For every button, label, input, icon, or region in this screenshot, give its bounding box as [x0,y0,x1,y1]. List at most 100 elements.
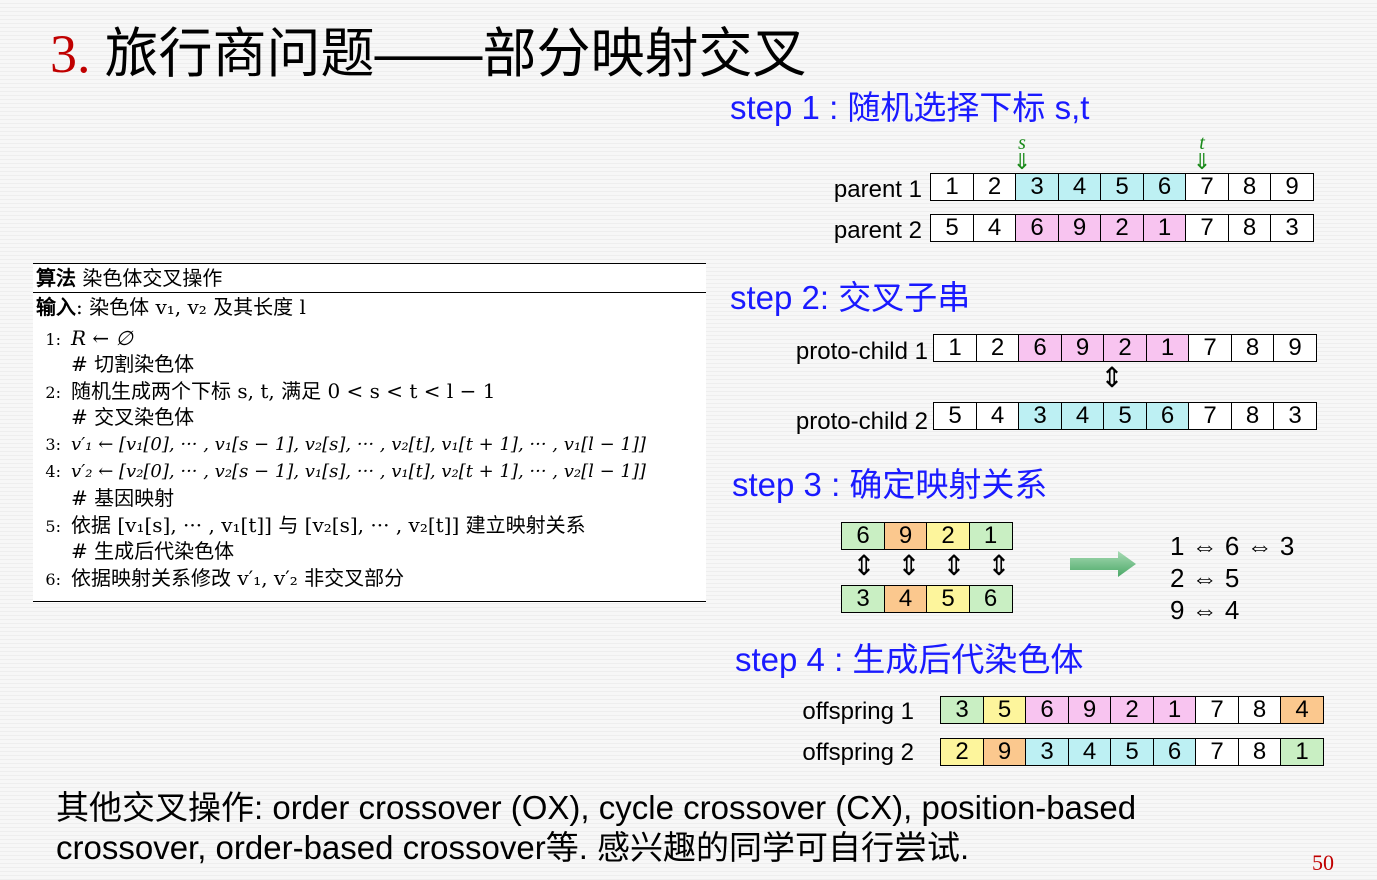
down-arrow-icon: ⇓ [1192,149,1212,174]
gene-cell: 7 [1195,696,1239,724]
gene-cell: 5 [1100,173,1144,201]
gene-cell: 3 [841,585,885,613]
gene-cell: 2 [972,173,1017,201]
gene-cell: 3 [1025,738,1069,766]
gene-cell: 3 [940,696,984,724]
algo-bottom-rule [33,601,706,602]
parent1-label: parent 1 [833,176,922,203]
algo-line: # 切割染色体 [71,352,195,376]
gene-cell: 1 [1280,738,1324,766]
algo-line: 5:依据 [v₁[s], ··· , v₁[t]] 与 [v₂[s], ··· … [45,513,586,537]
parent2-label: parent 2 [833,217,922,244]
algo-line: # 交叉染色体 [71,405,195,429]
down-arrow-icon: ⇓ [1012,149,1032,174]
gene-cell: 6 [1152,738,1197,766]
gene-cell: 3 [1270,214,1314,242]
gene-cell: 6 [841,522,885,550]
gene-cell: 7 [1185,214,1229,242]
algo-input: 输入: 染色体 v₁, v₂ 及其长度 l [36,294,306,320]
gene-cell: 5 [982,696,1027,724]
gene-cell: 6 [1145,402,1190,430]
s-marker-label: s [1018,132,1026,154]
gene-cell: 5 [930,214,974,242]
swap-arrow-icon: ⇕ [987,550,1011,581]
gene-cell: 1 [933,334,977,362]
gene-cell: 6 [1025,696,1069,724]
gene-cell: 1 [930,173,974,201]
gene-cell: 7 [1188,334,1232,362]
gene-cell: 2 [975,334,1020,362]
gene-cell: 8 [1230,402,1275,430]
proto-child1-label: proto-child 1 [795,338,928,365]
gene-cell: 4 [1067,738,1112,766]
gene-cell: 4 [1280,696,1324,724]
gene-cell: 1 [1145,334,1190,362]
algo-line: 1:R ← ∅ [45,326,133,350]
t-marker-label: t [1199,132,1205,154]
note-line-1: 其他交叉操作: order crossover (OX), cycle cros… [56,789,1137,826]
gene-cell: 2 [926,522,970,550]
title-text: 旅行商问题——部分映射交叉 [104,24,807,84]
gene-cell: 9 [982,738,1027,766]
algo-header-text: 染色体交叉操作 [82,266,223,290]
gene-cell: 4 [1060,402,1105,430]
gene-cell: 1 [1142,214,1187,242]
gene-cell: 2 [1100,214,1144,242]
right-arrow-icon [1070,551,1136,577]
page-number: 50 [1312,850,1334,875]
gene-cell: 6 [1018,334,1062,362]
gene-cell: 6 [1015,214,1059,242]
title-number: 3. [50,24,91,84]
swap-arrow-icon: ⇕ [897,550,921,581]
gene-cell: 2 [940,738,984,766]
gene-cell: 2 [1110,696,1154,724]
mapping-2: 2 ⇔ 5 [1170,563,1240,593]
gene-cell: 9 [1273,334,1317,362]
step4-heading: step 4 : 生成后代染色体 [735,641,1084,678]
gene-cell: 8 [1227,214,1272,242]
algo-line: # 生成后代染色体 [71,539,235,563]
note-line-2: crossover, order-based crossover等. 感兴趣的同… [56,829,970,866]
slide-title: 3.旅行商问题——部分映射交叉 [50,22,807,86]
mapping-3: 9 ⇔ 4 [1170,595,1240,625]
gene-cell: 7 [1185,173,1229,201]
gene-cell: 5 [926,585,970,613]
gene-cell: 7 [1188,402,1232,430]
offspring1-label: offspring 1 [802,698,914,725]
step3-heading: step 3 : 确定映射关系 [732,466,1048,503]
mapping-1: 1 ⇔ 6 ⇔ 3 [1170,531,1295,561]
algo-input-text: : 染色体 v₁, v₂ 及其长度 l [76,295,306,319]
t-marker: t ⇓ [1187,132,1217,174]
swap-arrow-icon: ⇕ [852,550,876,581]
gene-cell: 2 [1103,334,1147,362]
gene-cell: 7 [1195,738,1239,766]
algo-line: 6:依据映射关系修改 v′₁, v′₂ 非交叉部分 [45,566,405,590]
gene-cell: 3 [1015,173,1059,201]
gene-cell: 3 [1018,402,1062,430]
gene-cell: 1 [968,522,1013,550]
offspring2-label: offspring 2 [802,739,914,766]
algo-mid-rule [33,292,706,293]
gene-cell: 4 [972,214,1017,242]
gene-cell: 5 [1110,738,1154,766]
gene-cell: 1 [1152,696,1197,724]
algo-top-rule [33,263,706,264]
gene-cell: 8 [1230,334,1275,362]
step2-heading: step 2: 交叉子串 [730,279,971,316]
algo-header: 算法 染色体交叉操作 [36,265,222,291]
gene-cell: 5 [1103,402,1147,430]
algo-header-bold: 算法 [36,266,76,290]
s-marker: s ⇓ [1007,132,1037,174]
gene-cell: 6 [1142,173,1187,201]
gene-cell: 9 [1270,173,1314,201]
swap-arrow-icon: ⇕ [942,550,966,581]
gene-cell: 8 [1237,738,1282,766]
proto-child2-label: proto-child 2 [795,408,928,435]
gene-cell: 5 [933,402,977,430]
